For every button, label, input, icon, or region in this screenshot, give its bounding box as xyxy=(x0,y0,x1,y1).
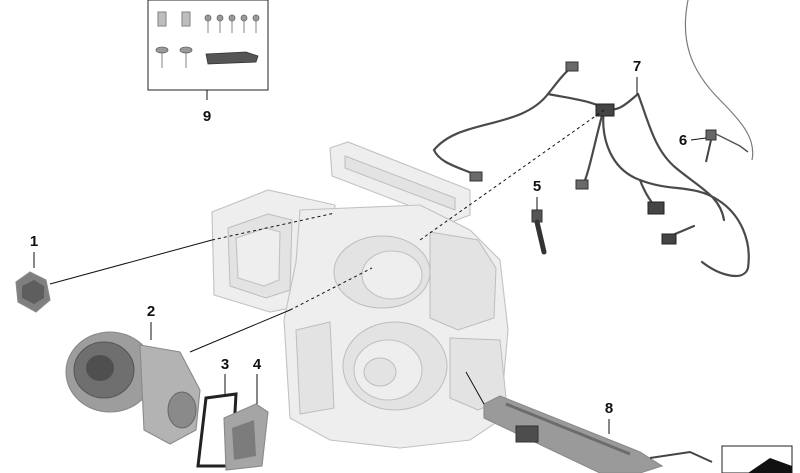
callout-7: 7 xyxy=(633,58,641,75)
blower-resistor-icon xyxy=(15,271,51,313)
callout-9: 9 xyxy=(203,108,211,125)
blower-control-module-icon xyxy=(223,403,269,471)
page-icon xyxy=(721,445,793,473)
callout-3: 3 xyxy=(221,356,229,373)
hvac-housing xyxy=(211,141,509,449)
callout-2: 2 xyxy=(147,303,155,320)
wiring-harness-icon xyxy=(432,61,750,278)
callout-6: 6 xyxy=(679,132,687,149)
blower-motor-icon xyxy=(65,331,201,445)
sensor-icon xyxy=(705,129,749,163)
temperature-sensor-icon xyxy=(531,209,547,255)
callout-5: 5 xyxy=(533,178,541,195)
callout-8: 8 xyxy=(605,400,613,417)
fastener-kit-icon xyxy=(147,0,269,91)
callout-1: 1 xyxy=(30,233,38,250)
actuator-bracket-icon xyxy=(483,395,713,473)
callout-4: 4 xyxy=(253,356,262,373)
